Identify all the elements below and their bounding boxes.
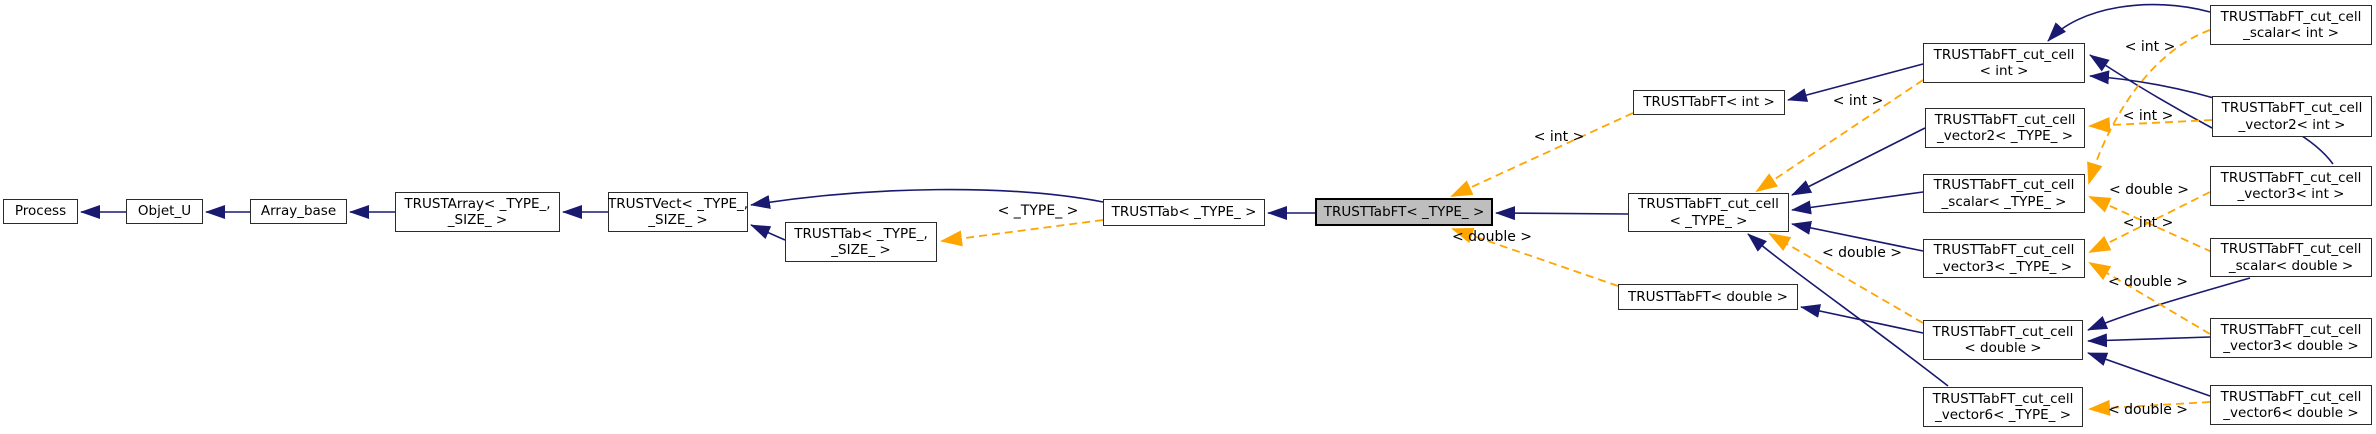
class-name-text: _vector6< double > [2223,405,2359,421]
template-args-label-trusttabft-double: < double > [1451,229,1533,245]
class-name-text: TRUSTTabFT< int > [1643,94,1775,111]
class-name-text: _vector3< _TYPE_ > [1935,258,2073,275]
class-name-text: _scalar< int > [2243,25,2339,41]
template-args-label-cut-cell-vector6-double: < double > [2107,402,2189,418]
inheritance-edge-cut-cell-scalar-double--cut-cell-double [2087,277,2251,331]
class-name-text: _SIZE_ > [447,212,508,228]
class-node-cut-cell-type[interactable]: TRUSTTabFT_cut_cell< _TYPE_ > [1628,193,1789,232]
template-args-label-cut-cell-scalar-int: < int > [2124,39,2176,55]
class-name-text: TRUSTTabFT_cut_cell [1932,390,2074,407]
class-name-text: Process [14,203,67,220]
class-node-trusttabft-double[interactable]: TRUSTTabFT< double > [1618,284,1798,310]
class-node-trusttab-type[interactable]: TRUSTTab< _TYPE_ > [1103,199,1265,226]
class-name-text: < double > [1964,340,2042,356]
class-node-cut-cell-vector3-double[interactable]: TRUSTTabFT_cut_cell_vector3< double > [2210,318,2372,358]
inheritance-edge-cut-cell-scalar-type--cut-cell-type [1791,191,1924,215]
template-args-label-cut-cell-vector3-int: < int > [2122,215,2174,231]
class-node-objet-u[interactable]: Objet_U [126,199,203,224]
inheritance-edge-trusttab-type-size--trustvect-type-size [750,224,786,241]
class-name-text: TRUSTTabFT_cut_cell [1933,242,2075,258]
class-node-cut-cell-scalar-type[interactable]: TRUSTTabFT_cut_cell_scalar< _TYPE_ > [1923,174,2085,213]
class-name-text: TRUSTTabFT_cut_cell [2220,169,2362,186]
template-args-label-cut-cell-vector3-double: < double > [2107,274,2189,290]
inheritance-edge-cut-cell-vector6-double--cut-cell-double [2087,352,2211,397]
instantiation-edge-trusttab-type--trusttab-type-size [940,219,1104,247]
template-args-label-trusttabft-int: < int > [1533,129,1585,145]
class-node-trusttabft-int[interactable]: TRUSTTabFT< int > [1633,90,1785,115]
inheritance-edge-cut-cell-vector2-int--cut-cell-int [2089,54,2213,129]
class-node-cut-cell-vector6-double[interactable]: TRUSTTabFT_cut_cell_vector6< double > [2210,385,2372,425]
class-name-text: _scalar< _TYPE_ > [1941,193,2067,210]
instantiation-edge-cut-cell-scalar-double--cut-cell-scalar-type [2088,196,2213,253]
class-node-cut-cell-int[interactable]: TRUSTTabFT_cut_cell< int > [1923,43,2085,83]
class-node-process[interactable]: Process [3,199,78,224]
class-name-text: _SIZE_ > [831,242,891,258]
class-name-text: TRUSTTabFT< _TYPE_ > [1323,203,1485,220]
class-name-text: TRUSTTabFT< double > [1628,288,1788,305]
inheritance-edge-cut-cell-type--trusttabft-type [1495,206,1629,221]
instantiation-edge-trusttabft-double--trusttabft-type [1451,227,1619,287]
class-name-text: < int > [1979,63,2029,79]
instantiation-edge-cut-cell-vector2-int--cut-cell-vector2-type [2088,117,2213,134]
class-node-trustvect-type-size[interactable]: TRUSTVect< _TYPE_,_SIZE_ > [608,192,748,232]
instantiation-edge-cut-cell-scalar-int--cut-cell-scalar-type [2087,29,2211,185]
class-name-text: TRUSTTab< _TYPE_, [794,225,928,242]
class-node-cut-cell-vector3-int[interactable]: TRUSTTabFT_cut_cell_vector3< int > [2210,166,2372,206]
inheritance-edge-trusttab-type--trustvect-type-size [750,188,1104,209]
instantiation-edge-cut-cell-vector3-int--cut-cell-vector3-type [2088,191,2211,253]
inheritance-edge-cut-cell-vector3-type--cut-cell-type [1791,220,1924,252]
class-node-cut-cell-scalar-int[interactable]: TRUSTTabFT_cut_cell_scalar< int > [2210,5,2372,45]
instantiation-edge-cut-cell-double--cut-cell-type [1768,232,1924,324]
class-node-trusttab-type-size[interactable]: TRUSTTab< _TYPE_,_SIZE_ > [785,222,937,262]
class-name-text: < _TYPE_ > [1669,212,1748,229]
class-name-text: _vector2< _TYPE_ > [1936,128,2074,144]
class-name-text: TRUSTTab< _TYPE_ > [1111,204,1257,221]
inheritance-edge-cut-cell-vector2-type--cut-cell-type [1791,127,1926,196]
template-args-label-trusttab-type: < _TYPE_ > [997,203,1079,219]
class-node-trusttabft-type: TRUSTTabFT< _TYPE_ > [1315,198,1493,226]
class-node-cut-cell-vector2-type[interactable]: TRUSTTabFT_cut_cell_vector2< _TYPE_ > [1925,108,2085,148]
inheritance-edge-cut-cell-int--trusttabft-int [1787,63,1924,102]
instantiation-edge-cut-cell-int--cut-cell-type [1755,79,1924,193]
template-args-label-cut-cell-scalar-double: < double > [2108,182,2190,198]
class-name-text: _vector2< int > [2238,116,2346,133]
class-name-text: TRUSTTabFT_cut_cell [1638,196,1779,212]
class-node-cut-cell-scalar-double[interactable]: TRUSTTabFT_cut_cell_scalar< double > [2210,238,2372,277]
class-node-cut-cell-vector3-type[interactable]: TRUSTTabFT_cut_cell_vector3< _TYPE_ > [1923,239,2085,278]
class-node-cut-cell-vector2-int[interactable]: TRUSTTabFT_cut_cell_vector2< int > [2212,96,2372,137]
class-name-text: _vector3< int > [2237,186,2345,202]
class-name-text: _vector6< _TYPE_ > [1934,407,2072,423]
template-args-label-cut-cell-vector2-int: < int > [2122,108,2174,124]
inheritance-edge-cut-cell-vector3-double--cut-cell-double [2087,333,2211,348]
class-name-text: TRUSTTabFT_cut_cell [1933,177,2075,193]
class-name-text: TRUSTTabFT_cut_cell [2221,100,2363,116]
class-name-text: _vector3< double > [2223,338,2359,354]
instantiation-edge-cut-cell-vector3-double--cut-cell-vector3-type [2088,261,2211,335]
class-name-text: _scalar< double > [2228,257,2354,274]
class-name-text: Objet_U [137,203,192,220]
class-name-text: TRUSTVect< _TYPE_, [607,195,749,212]
class-name-text: TRUSTTabFT_cut_cell [1932,323,2074,340]
class-name-text: TRUSTTabFT_cut_cell [2220,241,2362,257]
instantiation-edge-trusttabft-int--trusttabft-type [1450,112,1634,197]
class-name-text: TRUSTTabFT_cut_cell [2220,388,2362,405]
class-node-cut-cell-vector6-type[interactable]: TRUSTTabFT_cut_cell_vector6< _TYPE_ > [1923,387,2083,427]
class-name-text: TRUSTTabFT_cut_cell [2220,8,2362,25]
class-name-text: TRUSTTabFT_cut_cell [1934,111,2076,128]
class-name-text: TRUSTArray< _TYPE_, [404,195,551,212]
template-args-label-cut-cell-int: < int > [1832,93,1884,109]
class-node-array-base[interactable]: Array_base [250,199,347,224]
class-name-text: TRUSTTabFT_cut_cell [1933,46,2075,63]
class-name-text: TRUSTTabFT_cut_cell [2220,321,2362,338]
class-name-text: Array_base [260,203,337,220]
inheritance-edge-cut-cell-scalar-int--cut-cell-int [2047,3,2211,42]
inheritance-edge-cut-cell-vector6-type--cut-cell-type [1747,233,1949,387]
template-args-label-cut-cell-double: < double > [1821,245,1903,261]
class-node-cut-cell-double[interactable]: TRUSTTabFT_cut_cell< double > [1923,320,2083,360]
class-name-text: _SIZE_ > [648,212,708,228]
instantiation-edge-cut-cell-vector6-double--cut-cell-vector6-type [2088,399,2211,416]
class-node-trustarray-type-size[interactable]: TRUSTArray< _TYPE_,_SIZE_ > [395,192,560,232]
